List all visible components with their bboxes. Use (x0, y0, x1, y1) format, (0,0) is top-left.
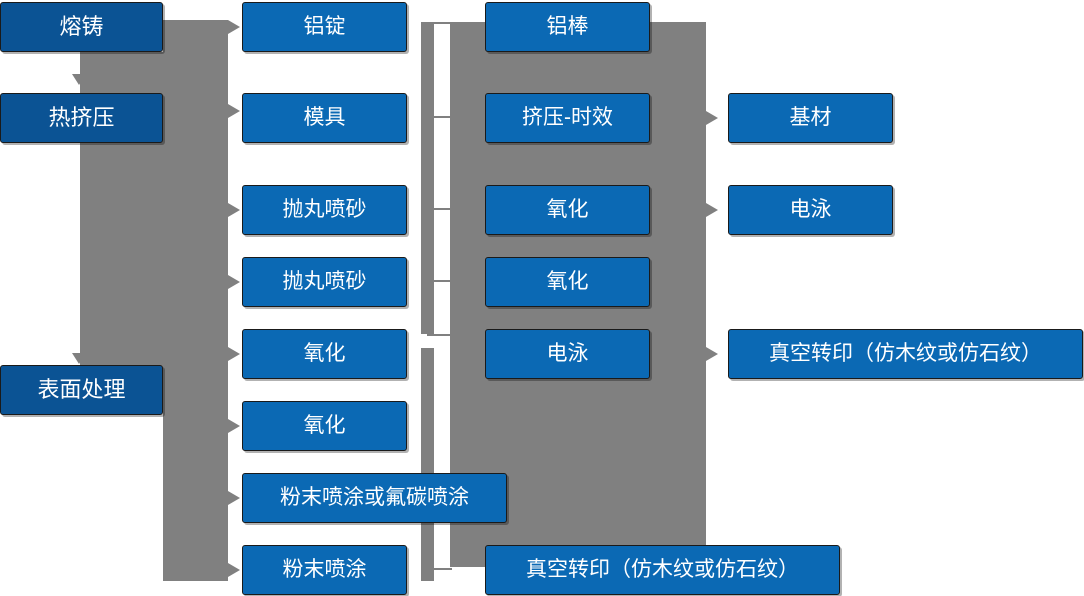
stage-label: 熔铸 (59, 13, 104, 39)
connector-bus-upper (421, 22, 434, 334)
node-label: 氧化 (303, 414, 346, 438)
arrow-to-col2-0 (228, 20, 240, 34)
node-label: 铝锭 (303, 15, 346, 39)
node-col3-2[interactable]: 氧化 (485, 185, 650, 235)
node-label: 挤压-时效 (522, 106, 613, 130)
node-label: 粉末喷涂 (282, 558, 367, 582)
node-col3-1[interactable]: 挤压-时效 (485, 93, 650, 143)
arrow-to-col2-2 (228, 203, 240, 217)
node-label: 氧化 (546, 198, 589, 222)
connector-tie-2 (427, 208, 452, 210)
node-label: 真空转印（仿木纹或仿石纹） (526, 558, 799, 582)
node-col2-4[interactable]: 氧化 (242, 329, 407, 379)
node-col4-0[interactable]: 基材 (728, 93, 893, 143)
arrow-to-col2-1 (228, 104, 240, 118)
arrow-to-col2-7 (228, 563, 240, 577)
node-col2-7[interactable]: 粉末喷涂 (242, 545, 407, 595)
stage-box-hot-extrusion[interactable]: 热挤压 (0, 93, 163, 143)
node-col2-1[interactable]: 模具 (242, 93, 407, 143)
node-col2-2[interactable]: 抛丸喷砂 (242, 185, 407, 235)
node-label: 真空转印（仿木纹或仿石纹） (769, 342, 1042, 366)
node-col3-4[interactable]: 电泳 (485, 329, 650, 379)
node-label: 铝棒 (546, 15, 589, 39)
node-label: 抛丸喷砂 (282, 198, 367, 222)
node-col3-5[interactable]: 真空转印（仿木纹或仿石纹） (485, 545, 840, 595)
node-col3-0[interactable]: 铝棒 (485, 2, 650, 52)
arrow-to-col4-2 (706, 347, 718, 361)
stage-label: 表面处理 (37, 376, 126, 402)
node-col2-3[interactable]: 抛丸喷砂 (242, 257, 407, 307)
arrow-to-col4-1 (706, 203, 718, 217)
arrow-to-col2-4 (228, 347, 240, 361)
node-col2-0[interactable]: 铝锭 (242, 2, 407, 52)
connector-tie-4 (427, 334, 452, 336)
stage-box-surface-treatment[interactable]: 表面处理 (0, 365, 163, 415)
node-label: 基材 (789, 106, 832, 130)
arrow-to-col2-6 (228, 491, 240, 505)
arrow-down-to-surface-treatment (72, 353, 86, 364)
node-label: 氧化 (303, 342, 346, 366)
node-label: 电泳 (546, 342, 589, 366)
stage-label: 热挤压 (48, 104, 115, 130)
arrow-to-col2-3 (228, 275, 240, 289)
arrow-to-col2-5 (228, 419, 240, 433)
arrow-to-col4-0 (706, 111, 718, 125)
connector-surface-treatment-stub (163, 389, 185, 391)
node-label: 粉末喷涂或氟碳喷涂 (280, 486, 469, 510)
connector-fan-column2 (163, 20, 228, 581)
connector-tie-5 (427, 568, 452, 570)
node-col4-2[interactable]: 真空转印（仿木纹或仿石纹） (728, 329, 1083, 379)
node-label: 抛丸喷砂 (282, 270, 367, 294)
arrow-down-to-hot-extrusion (72, 74, 86, 85)
connector-tie-3 (427, 280, 452, 282)
node-col2-6[interactable]: 粉末喷涂或氟碳喷涂 (242, 473, 507, 523)
node-col3-3[interactable]: 氧化 (485, 257, 650, 307)
connector-bus-lower (421, 348, 434, 581)
connector-tie-1 (427, 116, 452, 118)
node-label: 电泳 (789, 198, 832, 222)
node-label: 模具 (303, 106, 346, 130)
stage-box-melting-casting[interactable]: 熔铸 (0, 2, 163, 52)
node-label: 氧化 (546, 270, 589, 294)
connector-fan-top-cap (163, 20, 228, 32)
node-col2-5[interactable]: 氧化 (242, 401, 407, 451)
connector-tie-0 (427, 22, 452, 24)
node-col4-1[interactable]: 电泳 (728, 185, 893, 235)
